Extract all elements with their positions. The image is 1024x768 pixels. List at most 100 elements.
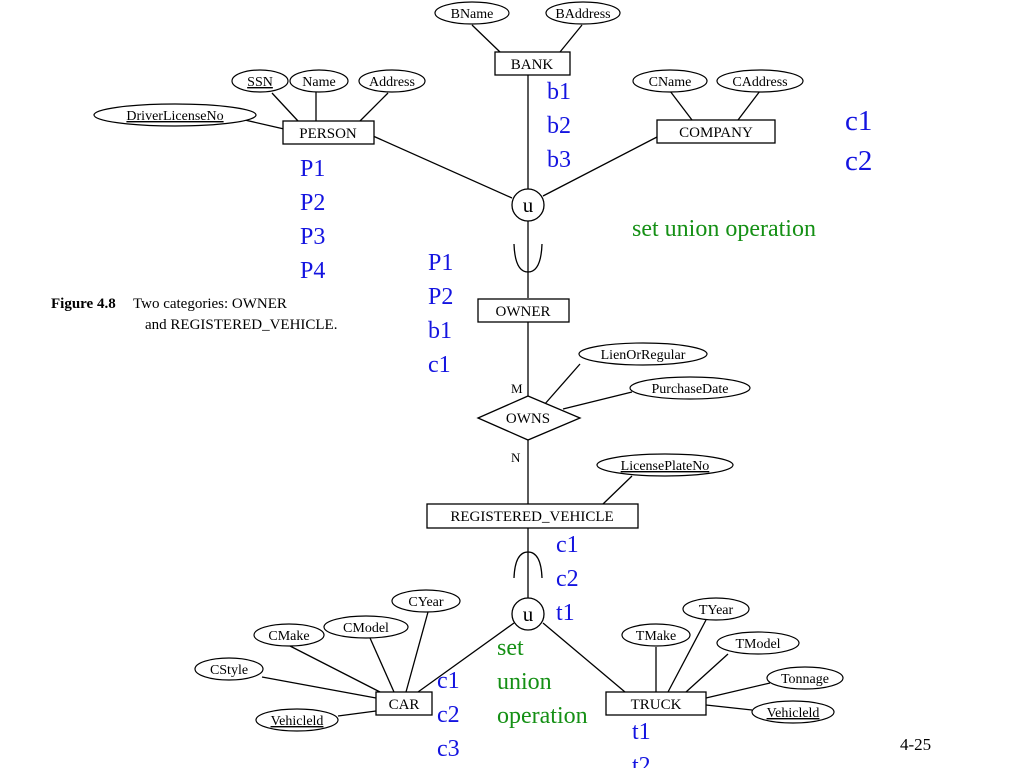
svg-text:Vehicleld: Vehicleld (271, 714, 324, 729)
truck-instances: t1 t2 (632, 719, 651, 768)
svg-text:BName: BName (451, 7, 494, 22)
svg-text:TMake: TMake (636, 629, 676, 644)
union-note-bottom: set union operation (497, 635, 588, 729)
subset-arc-bottom (513, 551, 543, 579)
car-instances: c1 c2 c3 (437, 668, 460, 762)
attribute-licenseplateno: LicensePlateNo (596, 453, 734, 477)
attribute-tonnage: Tonnage (766, 666, 844, 690)
cardinality-m: M (511, 381, 523, 396)
svg-text:Tonnage: Tonnage (781, 672, 829, 687)
svg-text:BANK: BANK (511, 57, 554, 73)
page-number: 4-25 (900, 735, 931, 754)
svg-text:operation: operation (497, 703, 588, 729)
svg-text:CModel: CModel (343, 621, 389, 636)
attribute-tmodel: TModel (716, 631, 800, 655)
company-instances: c1 c2 (845, 105, 872, 177)
svg-text:LienOrRegular: LienOrRegular (601, 348, 686, 363)
svg-text:union: union (497, 669, 552, 695)
attribute-cmake: CMake (253, 623, 325, 647)
svg-text:c1: c1 (556, 532, 579, 558)
svg-text:TYear: TYear (699, 603, 734, 618)
svg-text:SSN: SSN (247, 75, 273, 90)
attribute-cname: CName (632, 69, 708, 93)
entity-registered-vehicle: REGISTERED_VEHICLE (426, 503, 639, 529)
attribute-cmodel: CModel (323, 615, 409, 639)
union-circle-top: u (511, 188, 545, 222)
svg-text:c1: c1 (437, 668, 460, 694)
svg-text:b1: b1 (547, 79, 571, 105)
svg-text:OWNS: OWNS (506, 411, 550, 427)
svg-text:t2: t2 (632, 753, 651, 768)
svg-text:COMPANY: COMPANY (679, 125, 753, 141)
bank-instances: b1 b2 b3 (547, 79, 571, 173)
entity-owner: OWNER (477, 298, 570, 323)
svg-text:Two categories: OWNER: Two categories: OWNER (133, 296, 287, 312)
svg-text:CName: CName (649, 75, 692, 90)
svg-text:PERSON: PERSON (299, 126, 357, 142)
owner-instances: P1 P2 b1 c1 (428, 250, 453, 378)
svg-text:P1: P1 (428, 250, 453, 276)
attribute-ssn: SSN (231, 69, 289, 93)
svg-text:P1: P1 (300, 156, 325, 182)
svg-text:c2: c2 (845, 145, 872, 177)
attribute-driverlicenseno: DriverLicenseNo (93, 103, 257, 127)
svg-text:c2: c2 (556, 566, 579, 592)
svg-text:TModel: TModel (735, 637, 780, 652)
figure-caption: Figure 4.8 Two categories: OWNER and REG… (51, 296, 337, 333)
svg-text:DriverLicenseNo: DriverLicenseNo (126, 109, 223, 124)
svg-text:Name: Name (302, 75, 335, 90)
svg-text:BAddress: BAddress (555, 7, 610, 22)
svg-text:c1: c1 (428, 352, 451, 378)
svg-text:b3: b3 (547, 147, 571, 173)
attribute-bname: BName (434, 1, 510, 25)
vehicle-instances: c1 c2 t1 (556, 532, 579, 626)
svg-text:P2: P2 (300, 190, 325, 216)
svg-text:CMake: CMake (268, 629, 309, 644)
person-instances: P1 P2 P3 P4 (300, 156, 325, 284)
attribute-name: Name (289, 69, 349, 93)
svg-text:b2: b2 (547, 113, 571, 139)
svg-text:u: u (523, 193, 534, 217)
attribute-truck-vehicleid: Vehicleld (751, 700, 835, 724)
svg-text:CYear: CYear (408, 595, 443, 610)
svg-text:Vehicleld: Vehicleld (767, 706, 820, 721)
svg-text:c2: c2 (437, 702, 460, 728)
svg-text:CAddress: CAddress (732, 75, 787, 90)
svg-text:P4: P4 (300, 258, 325, 284)
svg-text:OWNER: OWNER (496, 304, 551, 320)
cardinality-n: N (511, 450, 521, 465)
svg-text:P3: P3 (300, 224, 325, 250)
svg-text:t1: t1 (632, 719, 651, 745)
attribute-cstyle: CStyle (194, 657, 264, 681)
svg-text:u: u (523, 602, 534, 626)
attribute-purchasedate: PurchaseDate (629, 376, 751, 400)
attribute-caddress: CAddress (716, 69, 804, 93)
svg-text:Figure 4.8: Figure 4.8 (51, 296, 116, 312)
union-circle-bottom: u (511, 597, 545, 631)
svg-text:LicensePlateNo: LicensePlateNo (621, 459, 710, 474)
svg-text:CAR: CAR (389, 697, 420, 713)
entity-company: COMPANY (656, 119, 776, 144)
attribute-car-vehicleid: Vehicleld (255, 708, 339, 732)
svg-text:c3: c3 (437, 736, 460, 762)
attribute-tyear: TYear (682, 597, 750, 621)
svg-text:c1: c1 (845, 105, 872, 137)
svg-text:P2: P2 (428, 284, 453, 310)
subset-arc-top (513, 243, 543, 273)
attribute-tmake: TMake (621, 623, 691, 647)
svg-text:Address: Address (369, 75, 415, 90)
svg-text:TRUCK: TRUCK (631, 697, 682, 713)
svg-text:CStyle: CStyle (210, 663, 248, 678)
entity-bank: BANK (494, 51, 571, 76)
attribute-lienorregular: LienOrRegular (578, 342, 708, 366)
svg-text:PurchaseDate: PurchaseDate (652, 382, 729, 397)
entity-truck: TRUCK (605, 691, 707, 716)
svg-text:b1: b1 (428, 318, 452, 344)
relationship-owns: OWNS (476, 395, 582, 441)
entity-person: PERSON (282, 120, 375, 145)
union-note-top: set union operation (632, 216, 816, 242)
svg-text:REGISTERED_VEHICLE: REGISTERED_VEHICLE (450, 509, 613, 525)
attribute-address: Address (358, 69, 426, 93)
svg-text:set: set (497, 635, 524, 661)
